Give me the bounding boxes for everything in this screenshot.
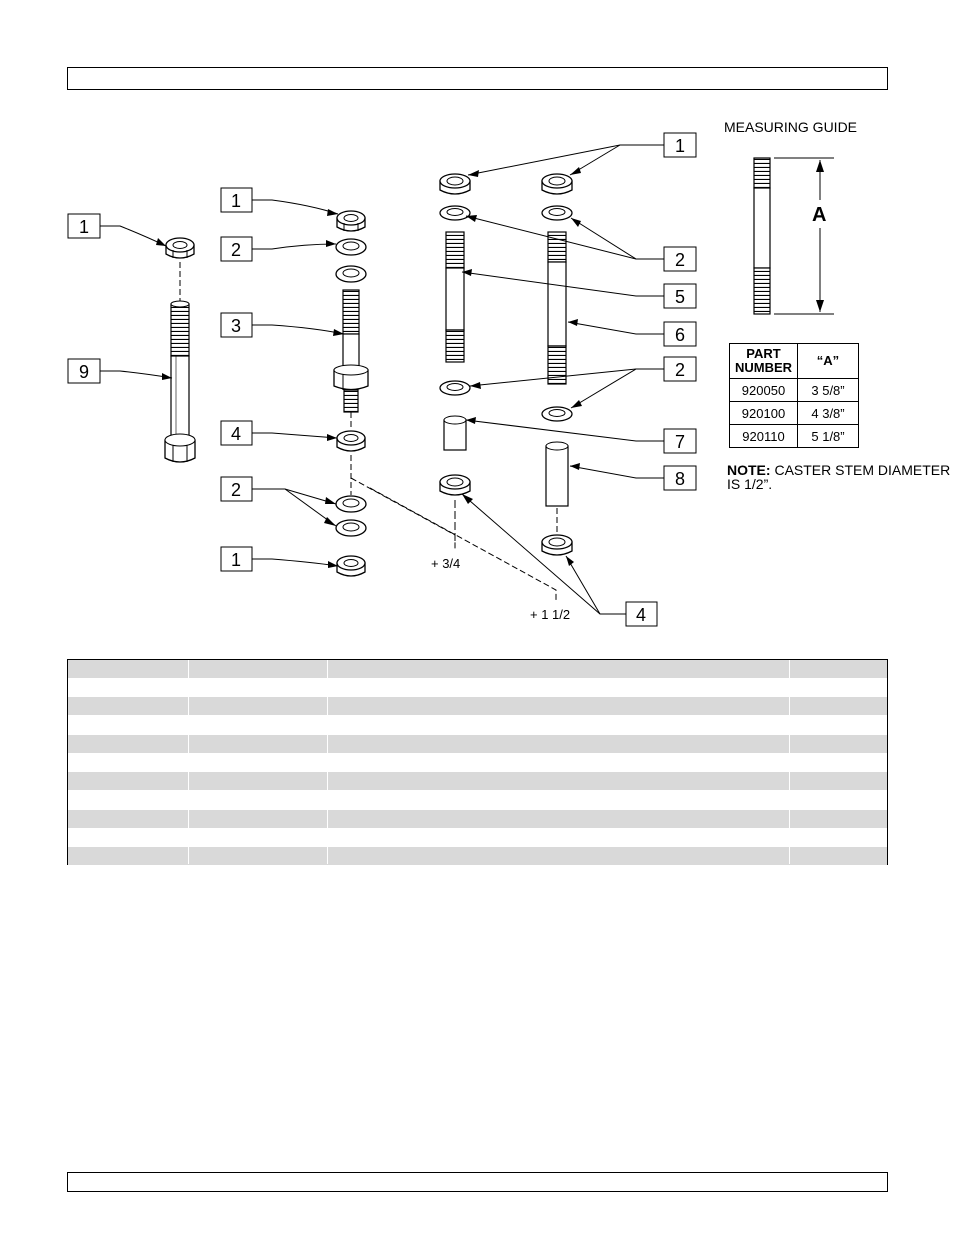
callout-mid-stem: 3: [231, 316, 241, 336]
caster-stem-note: NOTE: CASTER STEM DIAMETER IS 1/2”.: [727, 463, 954, 491]
stem-long: [547, 231, 567, 385]
measure-table-row: 920100 4 3/8”: [729, 401, 859, 425]
header-part-number: PART NUMBER: [729, 343, 798, 379]
callout-stem-short: 5: [675, 287, 685, 307]
part-number-cell: 920110: [729, 424, 798, 448]
mid-nut-4: [336, 430, 366, 452]
parts-table-row: [68, 810, 887, 828]
note-text: CASTER STEM DIAMETER IS 1/2”.: [727, 462, 951, 492]
part-number-cell: 920100: [729, 401, 798, 425]
parts-list-table: [67, 659, 888, 865]
callout-left-bolt: 9: [79, 362, 89, 382]
parts-table-row: [68, 735, 887, 753]
parts-table-header-row: [68, 660, 887, 678]
mid-washer-2: [335, 265, 367, 283]
right-b-washer-mid: [541, 406, 573, 422]
arrowheads: [156, 167, 582, 568]
offset-three-quarter-label: + 3/4: [431, 556, 460, 571]
measure-table-row: 920050 3 5/8”: [729, 378, 859, 402]
mid-bottom-nut: [336, 555, 366, 577]
header-a: “A”: [797, 343, 859, 379]
callout-right-bottom-nuts: 4: [636, 605, 646, 625]
mid-washer-4: [335, 519, 367, 537]
right-a-bottom-nut: [439, 474, 471, 496]
mid-washer-3: [335, 495, 367, 513]
left-bolt: [164, 300, 196, 463]
right-a-washer-top: [439, 205, 471, 221]
mid-top-nut: [336, 210, 366, 232]
callout-right-washers-top: 2: [675, 250, 685, 270]
spacer-short: [443, 415, 467, 451]
note-label: NOTE:: [727, 462, 771, 478]
parts-table-row: [68, 772, 887, 790]
left-nut: [165, 237, 195, 259]
right-a-top-nut: [439, 173, 471, 195]
dimension-cell: 3 5/8”: [797, 378, 859, 402]
parts-table-row: [68, 697, 887, 715]
part-number-cell: 920050: [729, 378, 798, 402]
callout-right-washers-mid: 2: [675, 360, 685, 380]
callout-stem-long: 6: [675, 325, 685, 345]
measure-table-row: 920110 5 1/8”: [729, 424, 859, 448]
mid-washer-1: [335, 238, 367, 256]
measuring-guide-stem: [753, 157, 834, 315]
dimension-cell: 4 3/8”: [797, 401, 859, 425]
measure-table-header: PART NUMBER “A”: [729, 343, 859, 379]
callout-boxes: [67, 132, 697, 627]
right-a-washer-mid: [439, 380, 471, 396]
dimension-letter: A: [812, 204, 826, 226]
measuring-guide-title: MEASURING GUIDE: [724, 119, 858, 135]
mid-stem: [333, 289, 369, 413]
stem-short: [445, 231, 465, 363]
callout-mid-washer: 2: [231, 240, 241, 260]
callout-spacer-short: 7: [675, 432, 685, 452]
dimension-cell: 5 1/8”: [797, 424, 859, 448]
callout-mid-bottom-nut: 1: [231, 550, 241, 570]
measuring-guide-table: PART NUMBER “A” 920050 3 5/8” 920100 4 3…: [729, 343, 859, 448]
parts-table-divider: [789, 660, 790, 864]
spacer-long: [545, 441, 569, 507]
right-b-washer-top: [541, 205, 573, 221]
parts-table-row: [68, 847, 887, 865]
header-bar: [67, 67, 888, 90]
footer-bar: [67, 1172, 888, 1192]
callout-right-top-nuts: 1: [675, 136, 685, 156]
right-b-top-nut: [541, 173, 573, 195]
callout-left-nut: 1: [79, 217, 89, 237]
callout-spacer-long: 8: [675, 469, 685, 489]
parts-table-divider: [327, 660, 328, 864]
callout-mid-nut: 4: [231, 424, 241, 444]
callout-mid-washers-lower: 2: [231, 480, 241, 500]
right-b-bottom-nut: [541, 534, 573, 556]
parts-table-divider: [188, 660, 189, 864]
offset-one-half-label: + 1 1/2: [530, 607, 570, 622]
callout-mid-top-nut: 1: [231, 191, 241, 211]
